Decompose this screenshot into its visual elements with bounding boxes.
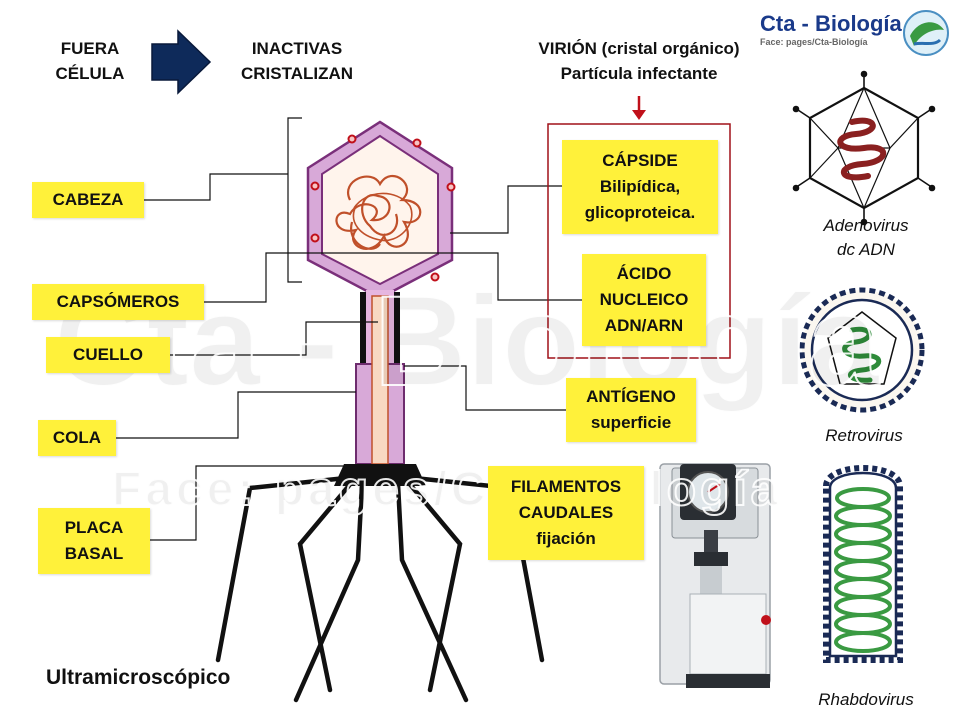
antigen-dots xyxy=(310,134,456,282)
red-down-arrow-icon xyxy=(632,96,646,120)
label-tail-filaments: FILAMENTOS CAUDALES fijación xyxy=(488,466,644,560)
leader-lines-right xyxy=(404,185,566,411)
leader-lines-left xyxy=(116,173,582,541)
label-capsomeres: CAPSÓMEROS xyxy=(32,284,204,320)
adenovirus-illustration xyxy=(792,70,936,226)
bacteriophage-illustration xyxy=(215,120,545,703)
retrovirus-illustration xyxy=(799,287,925,413)
label-nucleic-acid: ÁCIDO NUCLEICO ADN/ARN xyxy=(582,254,706,346)
caption-retrovirus: Retrovirus xyxy=(825,426,903,445)
label-head: CABEZA xyxy=(32,182,144,218)
microscope-device-illustration xyxy=(659,463,771,688)
head-bracket xyxy=(287,117,302,283)
base-plate xyxy=(334,464,426,486)
navy-arrow-icon xyxy=(151,29,212,95)
logo-globe-icon xyxy=(903,10,949,56)
capsid-inner xyxy=(321,134,439,286)
outside-cell-heading: FUERA CÉLULA xyxy=(55,39,125,83)
logo-title: Cta - Biología xyxy=(760,11,902,36)
tail-fibers xyxy=(215,475,545,703)
caption-rhabdovirus: Rhabdovirus xyxy=(818,690,914,709)
logo: Cta - Biología Face: pages/Cta-Biología xyxy=(760,12,906,48)
caption-adenovirus: Adenovirus dc ADN xyxy=(823,216,909,259)
label-antigen: ANTÍGENO superficie xyxy=(566,378,696,442)
virion-heading: VIRIÓN (cristal orgánico) Partícula infe… xyxy=(538,39,740,83)
logo-subtitle: Face: pages/Cta-Biología xyxy=(760,37,868,47)
label-capsid: CÁPSIDE Bilipídica, glicoproteica. xyxy=(562,140,718,234)
inactive-heading: INACTIVAS CRISTALIZAN xyxy=(240,39,354,83)
rhabdovirus-illustration xyxy=(823,465,903,663)
virion-box xyxy=(547,123,731,359)
label-baseplate: PLACA BASAL xyxy=(38,508,150,574)
label-tail: COLA xyxy=(38,420,116,456)
scale-caption: Ultramicroscópico xyxy=(46,666,231,689)
label-neck: CUELLO xyxy=(46,337,170,373)
